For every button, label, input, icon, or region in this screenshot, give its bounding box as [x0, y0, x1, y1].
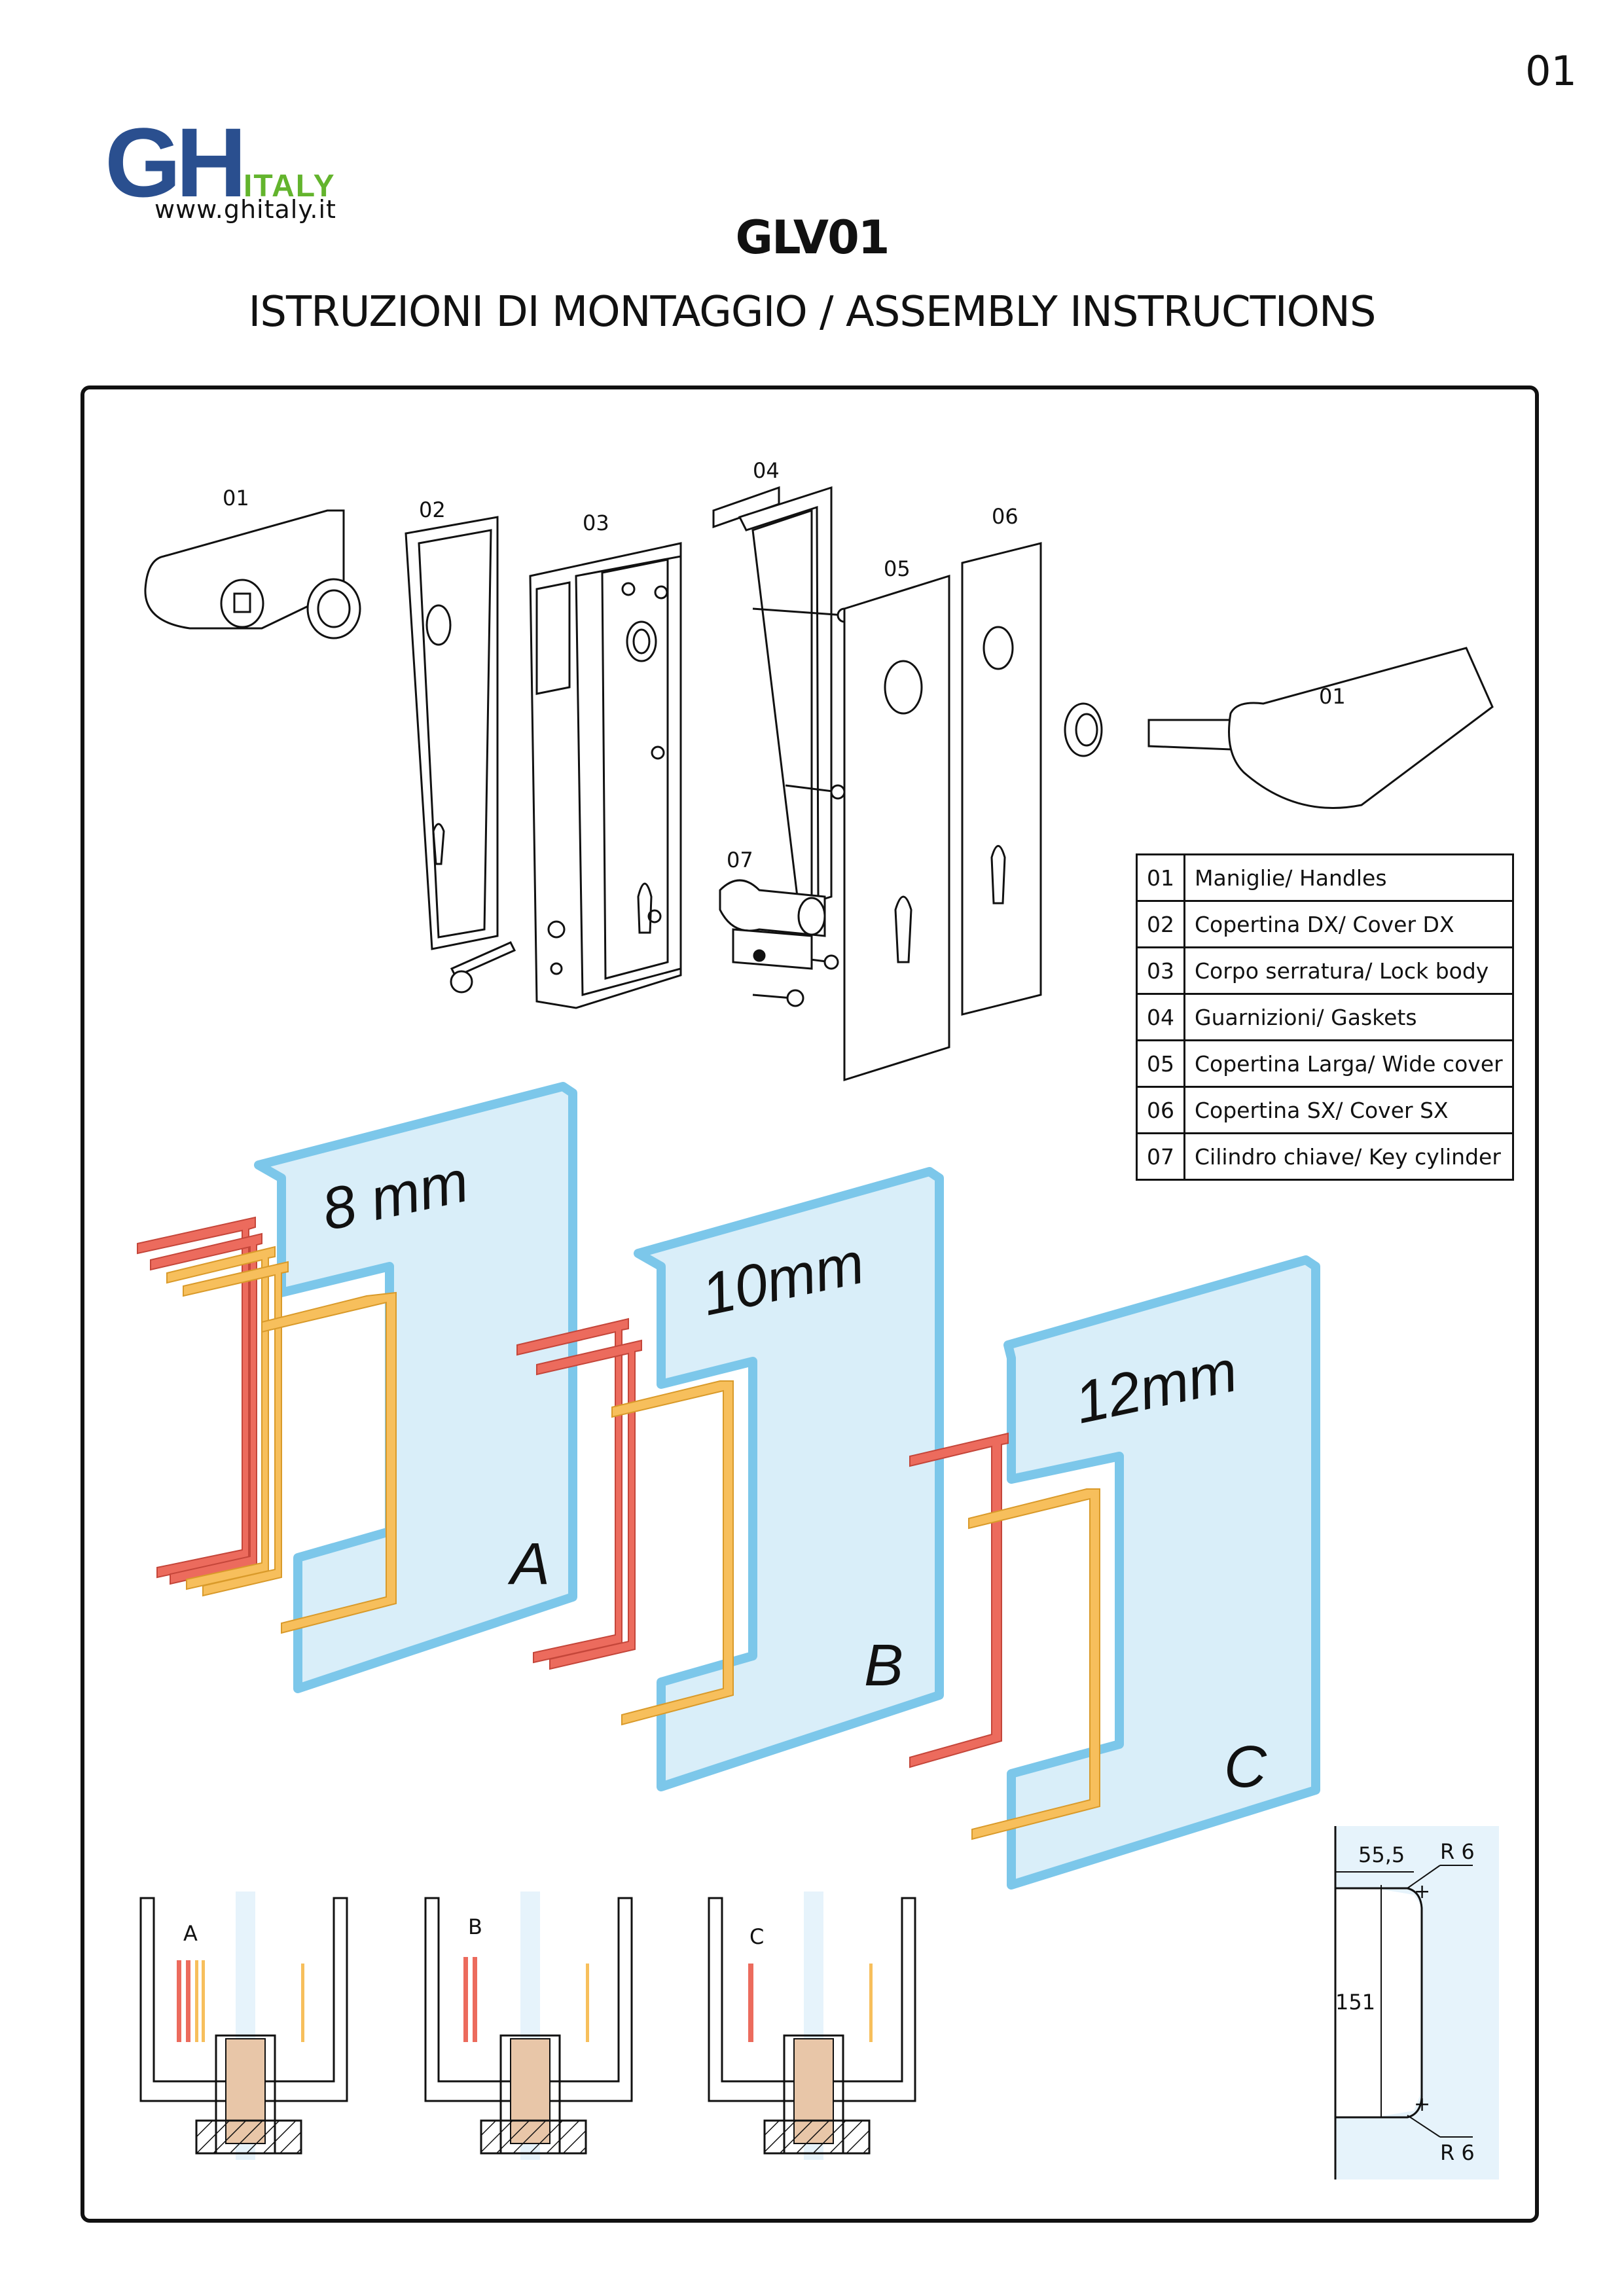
instruction-frame — [81, 386, 1539, 2223]
glass-panel-b — [516, 1167, 944, 1791]
cutout-width: 55,5 — [1358, 1842, 1405, 1867]
section-label-a: A — [183, 1921, 198, 1946]
section-b — [424, 1892, 633, 2160]
wide-cover-drawing — [843, 574, 950, 1082]
page-title: GLV01 — [735, 211, 890, 264]
cover-dx-drawing — [405, 516, 516, 994]
label-06: 06 — [992, 504, 1019, 529]
section-c — [708, 1892, 916, 2160]
panel-letter-b: B — [864, 1633, 903, 1698]
glass-panel-a — [137, 1082, 577, 1693]
label-04: 04 — [753, 458, 780, 483]
label-01-right: 01 — [1319, 684, 1346, 709]
page-subtitle: ISTRUZIONI DI MONTAGGIO / ASSEMBLY INSTR… — [248, 288, 1377, 336]
panel-letter-a: A — [507, 1532, 550, 1597]
section-a — [139, 1892, 348, 2160]
cutout-radius-top: R 6 — [1440, 1839, 1475, 1864]
label-02: 02 — [419, 497, 446, 522]
svg-text:GH: GH — [105, 111, 242, 217]
key-cylinder-drawing — [719, 879, 826, 970]
panel-letter-c: C — [1224, 1734, 1267, 1800]
svg-text:+: + — [1414, 1880, 1430, 1903]
section-label-c: C — [749, 1924, 764, 1949]
website-url: www.ghitaly.it — [154, 195, 336, 224]
svg-text:ITALY: ITALY — [244, 169, 336, 204]
page-number: 01 — [1525, 47, 1577, 95]
label-05: 05 — [884, 556, 911, 581]
cover-sx-drawing — [961, 542, 1042, 1016]
svg-text:+: + — [1414, 2093, 1430, 2116]
ghitaly-logo: GH ITALY — [105, 111, 336, 217]
label-01-left: 01 — [223, 486, 249, 511]
label-07: 07 — [727, 848, 753, 872]
glass-panel-c — [909, 1255, 1320, 1890]
label-03: 03 — [583, 511, 609, 535]
cutout-dimension-drawing: + + — [1334, 1826, 1499, 2179]
handle-right-drawing — [1064, 647, 1494, 809]
cutout-radius-bottom: R 6 — [1440, 2140, 1475, 2165]
cutout-height: 151 — [1335, 1990, 1375, 2015]
handle-left-drawing — [144, 509, 361, 639]
section-label-b: B — [468, 1914, 482, 1939]
lock-body-drawing — [529, 542, 682, 1009]
